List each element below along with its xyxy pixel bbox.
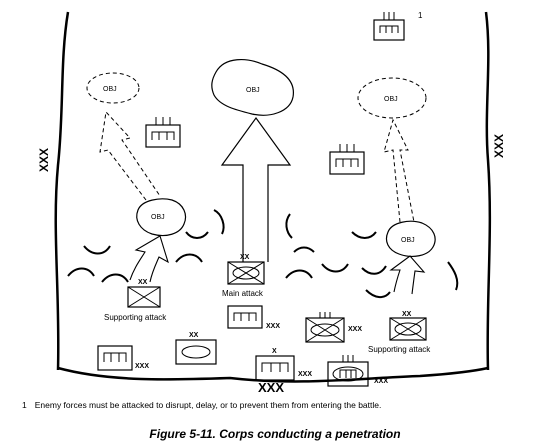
right-top-objective-label: OBJ [384,96,398,103]
figure-caption: Figure 5-11. Corps conducting a penetrat… [149,427,401,441]
bottom-left-artillery-unit [97,345,133,371]
enemy-arc [293,246,315,253]
enemy-arc [101,273,129,283]
left-supporting-unit [127,286,161,308]
brigade-artillery-unit [255,355,295,381]
center-artillery-echelon: XXX [266,323,280,330]
footnote: 1 Enemy forces must be attacked to disrup… [22,400,542,410]
enemy-arc [213,209,225,235]
right-mid-artillery-unit [329,144,365,175]
left-supporting-label: Supporting attack [104,313,167,322]
left-boundary-line [54,11,70,371]
footnote-number: 1 [22,400,27,410]
right-supporting-label: Supporting attack [368,345,431,354]
right-supporting-arrow [389,255,426,295]
right-boundary-line [484,11,492,371]
enemy-positions [67,209,459,298]
footnote-reference-mark: 1 [418,11,423,20]
right-armor-unit [305,312,345,343]
right-low-objective [385,220,436,257]
center-armor-echelon: XX [189,332,199,339]
enemy-arc [351,231,377,239]
enemy-arc [285,269,313,279]
left-exploitation-arrow [99,110,161,201]
center-objective-label: OBJ [246,87,260,94]
enemy-arc [447,261,459,291]
left-boundary-label: XXX [37,148,51,172]
main-attack-label: Main attack [222,289,264,298]
left-low-objective [136,198,187,237]
bottom-boundary-line [57,366,489,383]
left-low-objective-label: OBJ [151,214,165,221]
left-mid-artillery-unit [145,117,181,148]
bottom-right-artillery-echelon: XXX [374,378,388,385]
right-supporting-unit [389,317,427,341]
main-attack-echelon: XX [240,254,250,261]
brigade-artillery-echelon: X [272,348,277,355]
center-artillery-unit [227,305,263,329]
enemy-arc [361,265,387,275]
top-right-artillery-unit [373,12,405,41]
main-attack-arrow [220,116,292,262]
bottom-boundary-label: XXX [258,380,284,395]
right-exploitation-arrow [383,118,415,223]
left-top-objective-label: OBJ [103,86,117,93]
enemy-arc [83,245,111,255]
enemy-arc [185,231,209,239]
right-top-objective [357,77,427,119]
left-supporting-arrow [129,235,169,283]
center-armor-unit [175,339,217,365]
brigade-artillery-suffix: XXX [298,371,312,378]
center-objective [211,59,294,116]
right-low-objective-label: OBJ [401,237,415,244]
right-armor-echelon: XXX [348,326,362,333]
bottom-right-artillery-unit [327,355,369,387]
enemy-arc [321,263,349,273]
enemy-arc [285,213,293,239]
enemy-arc [365,289,391,298]
left-supporting-echelon: XX [138,279,148,286]
right-supporting-echelon: XX [402,311,412,318]
footnote-text: Enemy forces must be attacked to disrupt… [34,400,382,410]
main-attack-unit [227,261,265,285]
left-top-objective [86,72,140,104]
enemy-arc [175,253,203,263]
enemy-arc [67,267,95,277]
right-boundary-label: XXX [492,134,506,158]
bottom-left-artillery-echelon: XXX [135,363,149,370]
